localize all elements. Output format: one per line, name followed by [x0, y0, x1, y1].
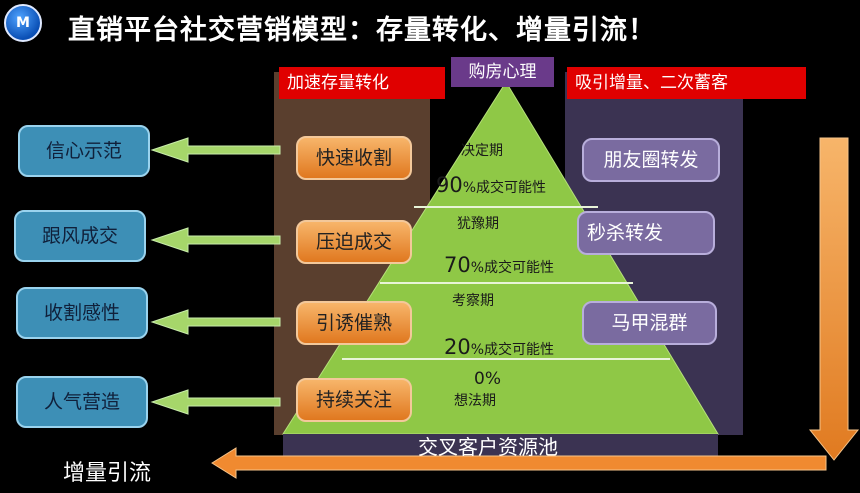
- resource-pool-bar: [283, 434, 718, 458]
- brand-logo: M: [4, 4, 42, 42]
- right-action-3: 马甲混群: [582, 301, 717, 345]
- phase-name-2: 犹豫期: [457, 216, 499, 232]
- outcome-box-4: 人气营造: [16, 376, 148, 428]
- resource-pool-label: 交叉客户资源池: [418, 435, 558, 459]
- phase-percent-4: 0%: [474, 369, 501, 389]
- phase-probability-3: 20%成交可能性: [444, 335, 554, 359]
- increment-traffic-label: 增量引流: [63, 461, 152, 486]
- arrow-left-2: [150, 227, 281, 253]
- stage-action-4: 持续关注: [296, 378, 412, 422]
- phase-probability-2: 70%成交可能性: [444, 253, 554, 277]
- stage-action-1: 快速收割: [296, 136, 412, 180]
- left-arrows: [150, 137, 281, 415]
- outcome-box-3: 收割感性: [16, 287, 148, 339]
- page-title: 直销平台社交营销模型：存量转化、增量引流！: [68, 15, 656, 46]
- stage-action-2: 压迫成交: [296, 220, 412, 264]
- phase-probability-1: 90%成交可能性: [436, 173, 546, 197]
- arrow-left-1: [150, 137, 281, 163]
- left-banner: 加速存量转化: [279, 67, 445, 99]
- outcome-box-2: 跟风成交: [14, 210, 146, 262]
- logo-letter: M: [16, 15, 30, 31]
- center-label: 购房心理: [451, 57, 554, 87]
- phase-name-4: 想法期: [454, 393, 496, 409]
- outcome-box-1: 信心示范: [18, 125, 150, 177]
- down-arrow: [808, 137, 860, 461]
- phase-name-1: 决定期: [461, 143, 503, 159]
- arrow-left-3: [150, 309, 281, 335]
- phase-percent-1: 90: [436, 173, 463, 197]
- arrow-left-4: [150, 389, 281, 415]
- phase-percent-3: 20: [444, 335, 471, 359]
- phase-suffix-2: %成交可能性: [470, 260, 555, 276]
- phase-name-3: 考察期: [452, 293, 494, 309]
- phase-suffix-1: %成交可能性: [462, 180, 547, 196]
- phase-percent-2: 70: [444, 253, 471, 277]
- phase-suffix-3: %成交可能性: [470, 342, 555, 358]
- stage-action-3: 引诱催熟: [296, 301, 412, 345]
- right-banner: 吸引增量、二次蓄客: [567, 67, 806, 99]
- right-action-2: 秒杀转发: [577, 211, 715, 255]
- right-action-1: 朋友圈转发: [582, 138, 720, 182]
- bottom-left-arrow: [211, 447, 827, 479]
- phase-probability-4: 0%: [474, 369, 501, 389]
